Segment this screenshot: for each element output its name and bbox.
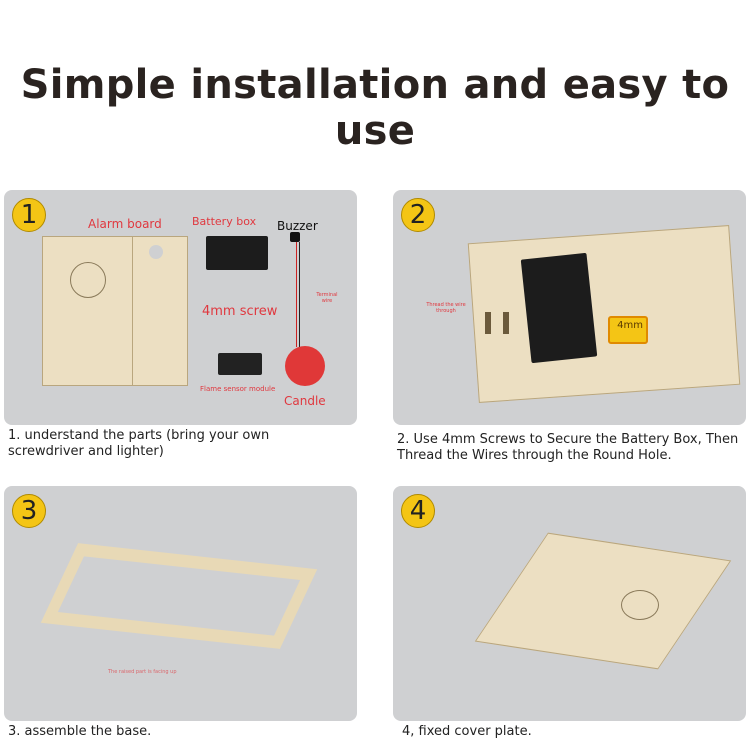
step-2-image: 2 4mm Thread the wire through <box>393 190 746 425</box>
label-candle: Candle <box>284 394 326 408</box>
step-3-image: 3 The raised part is facing up <box>4 486 357 721</box>
step-number-badge: 4 <box>401 494 435 528</box>
flame-sensor-part <box>218 353 262 375</box>
buzzer-wire <box>296 242 300 347</box>
step-4-image: 4 <box>393 486 746 721</box>
step-4-caption: 4, fixed cover plate. <box>402 724 532 739</box>
label-terminal-wire: Terminal wire <box>316 292 338 304</box>
step-3-caption: 3. assemble the base. <box>8 724 152 739</box>
round-hole <box>149 245 163 259</box>
screw-badge: 4mm <box>608 316 648 344</box>
flame-logo-circle <box>70 262 106 298</box>
candle-part <box>285 346 325 386</box>
alarm-board-part <box>132 236 188 386</box>
label-thread: Thread the wire through <box>426 302 466 314</box>
label-raised-part: The raised part is facing up <box>108 669 177 675</box>
board-slot <box>485 312 491 334</box>
battery-box-part <box>520 252 598 364</box>
label-battery-box: Battery box <box>192 215 257 228</box>
label-screw: 4mm screw <box>202 304 278 319</box>
label-buzzer: Buzzer <box>277 219 318 233</box>
label-flame-sensor: Flame sensor module <box>200 385 276 393</box>
step-number-badge: 1 <box>12 198 46 232</box>
board-slot <box>503 312 509 334</box>
assembled-box <box>474 532 732 670</box>
step-1-caption: 1. understand the parts (bring your own … <box>8 428 270 459</box>
step-number-badge: 3 <box>12 494 46 528</box>
base-frame <box>40 543 318 649</box>
step-number-badge: 2 <box>401 198 435 232</box>
screw-badge-text: 4mm <box>617 320 643 331</box>
buzzer-part <box>290 232 300 242</box>
label-alarm-board: Alarm board <box>88 217 162 231</box>
page-title: Simple installation and easy to use <box>20 62 730 154</box>
step-2-caption: 2. Use 4mm Screws to Secure the Battery … <box>397 432 739 463</box>
flame-logo-circle <box>621 590 659 620</box>
battery-box-part <box>206 236 268 270</box>
alarm-board-part <box>42 236 134 386</box>
step-1-image: 1 Alarm board Battery box Buzzer 4mm scr… <box>4 190 357 425</box>
